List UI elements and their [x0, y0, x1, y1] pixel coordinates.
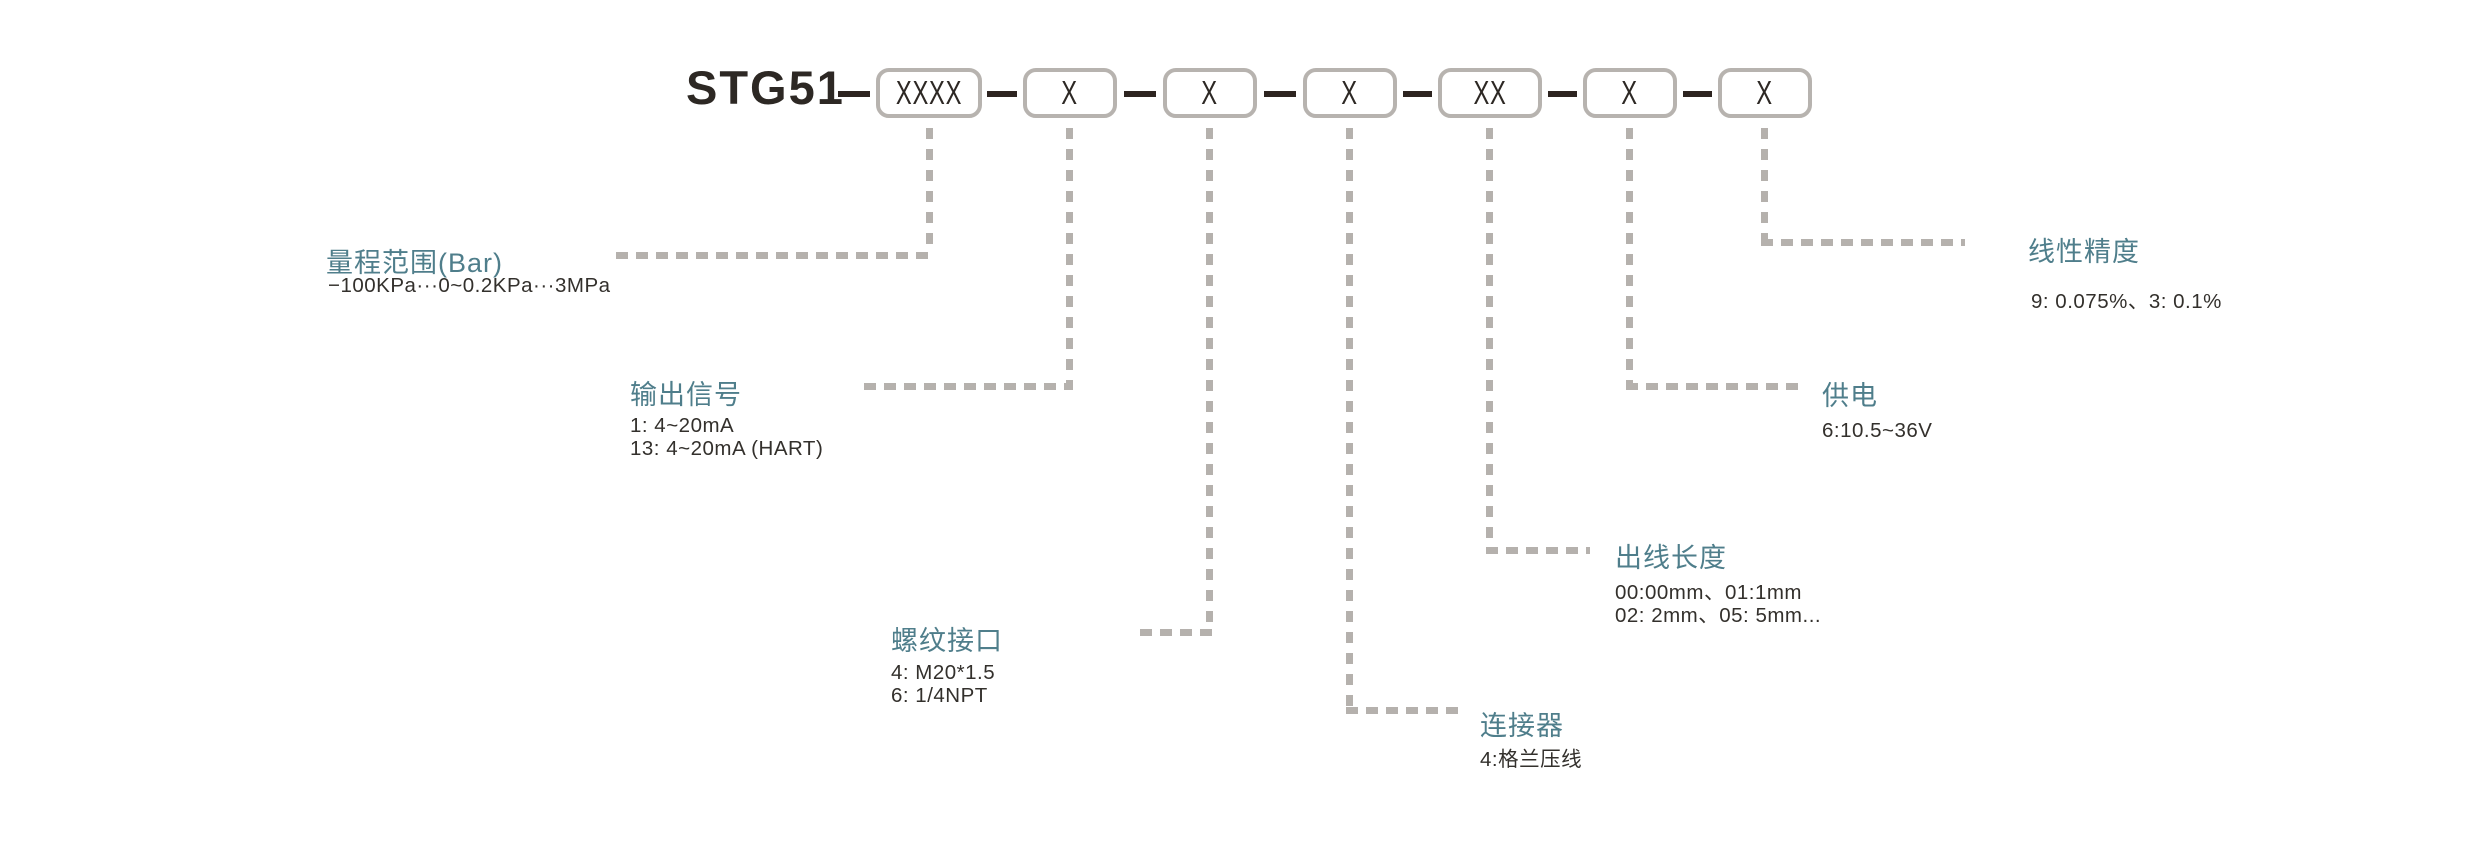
model-box-connector: X [1303, 68, 1397, 118]
field-option: 4:格兰压线 [1480, 748, 1583, 771]
leader-line-vertical-cable-length [1486, 128, 1493, 550]
field-option: 13: 4~20mA (HART) [630, 437, 824, 460]
field-label-connector: 连接器 [1480, 711, 1564, 741]
leader-line-vertical-accuracy [1761, 128, 1768, 242]
leader-line-horizontal-accuracy [1761, 239, 1965, 246]
field-label-output: 输出信号 [630, 380, 742, 410]
leader-line-vertical-thread [1206, 128, 1213, 632]
field-label-power: 供电 [1822, 381, 1878, 411]
field-option: −100KPa···0~0.2KPa···3MPa [328, 274, 611, 297]
field-option: 9: 0.075%、3: 0.1% [2031, 290, 2222, 313]
field-options-connector: 4:格兰压线 [1480, 748, 1582, 771]
leader-line-horizontal-thread [1140, 629, 1213, 636]
model-separator-dash [1124, 91, 1156, 97]
field-options-output: 1: 4~20mA 13: 4~20mA (HART) [630, 414, 823, 460]
field-label-thread: 螺纹接口 [891, 626, 1003, 656]
field-options-cable-length: 00:00mm、01:1mm 02: 2mm、05: 5mm... [1615, 581, 1821, 627]
field-option: 02: 2mm、05: 5mm... [1615, 604, 1822, 627]
leader-line-horizontal-power [1626, 383, 1802, 390]
model-box-connector-code: X [1341, 74, 1359, 111]
model-box-range: XXXX [876, 68, 982, 118]
field-option: 6: 1/4NPT [891, 684, 988, 707]
leader-line-vertical-range [926, 128, 933, 254]
model-box-accuracy-code: X [1756, 74, 1774, 111]
field-label-range: 量程范围(Bar) [326, 248, 503, 278]
model-prefix: STG51 [686, 61, 845, 114]
model-box-cable-length: XX [1438, 68, 1542, 118]
leader-line-vertical-power [1626, 128, 1633, 387]
model-box-power: X [1583, 68, 1677, 118]
model-separator-dash [838, 91, 870, 97]
model-separator-dash [1403, 91, 1432, 97]
leader-line-horizontal-output [864, 383, 1073, 390]
field-option: 4: M20*1.5 [891, 661, 996, 684]
model-separator-dash [987, 91, 1017, 97]
leader-line-horizontal-cable-length [1486, 547, 1590, 554]
leader-line-horizontal-range [616, 252, 933, 259]
field-option: 00:00mm、01:1mm [1615, 581, 1803, 604]
model-separator-dash [1264, 91, 1296, 97]
field-option: 6:10.5~36V [1822, 419, 1933, 442]
field-options-range: −100KPa···0~0.2KPa···3MPa [328, 274, 611, 297]
model-box-output-code: X [1061, 74, 1079, 111]
model-separator-dash [1548, 91, 1577, 97]
model-box-power-code: X [1621, 74, 1639, 111]
model-box-range-code: XXXX [895, 74, 963, 111]
leader-line-vertical-output [1066, 128, 1073, 386]
leader-line-vertical-connector [1346, 128, 1353, 710]
field-options-thread: 4: M20*1.5 6: 1/4NPT [891, 661, 995, 707]
leader-line-horizontal-connector [1346, 707, 1462, 714]
model-box-output: X [1023, 68, 1117, 118]
field-label-cable-length: 出线长度 [1615, 543, 1727, 573]
model-box-thread: X [1163, 68, 1257, 118]
model-box-accuracy: X [1718, 68, 1812, 118]
field-option: 1: 4~20mA [630, 414, 735, 437]
model-box-cable-length-code: XX [1473, 74, 1507, 111]
field-options-power: 6:10.5~36V [1822, 419, 1932, 442]
model-separator-dash [1683, 91, 1712, 97]
field-options-accuracy: 9: 0.075%、3: 0.1% [2031, 290, 2222, 313]
model-box-thread-code: X [1201, 74, 1219, 111]
field-label-accuracy: 线性精度 [2028, 237, 2140, 267]
